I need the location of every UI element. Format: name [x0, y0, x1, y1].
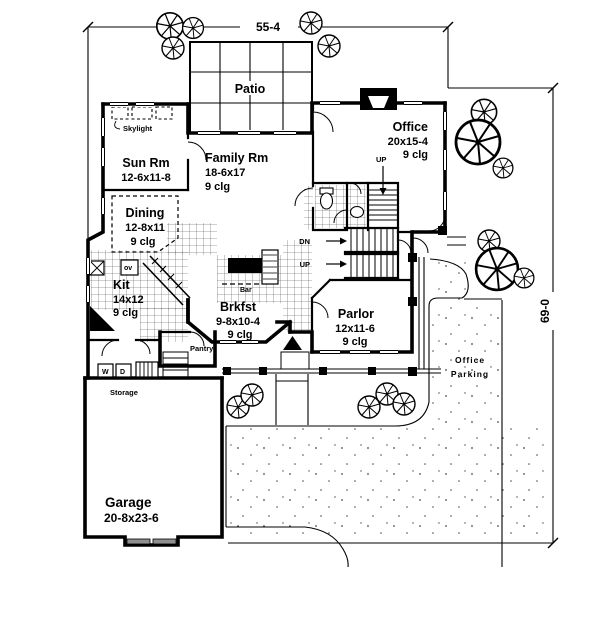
kitchen-corner-appliance: [90, 306, 115, 331]
room-size-garage: 20-8x23-6: [104, 511, 159, 525]
room-ceiling-dining: 9 clg: [130, 236, 155, 248]
room-label-parlor: Parlor: [338, 307, 374, 321]
windows: [85, 100, 448, 355]
room-label-dining: Dining: [126, 206, 165, 220]
room-label-brkfst: Brkfst: [220, 300, 257, 314]
washer-label: W: [102, 369, 109, 376]
room-ceiling-parlor: 9 clg: [342, 336, 367, 348]
dining-ceiling-outline: [111, 195, 179, 253]
office-chimney: [360, 88, 397, 110]
room-label-sun-rm: Sun Rm: [122, 156, 169, 170]
room-label-garage: Garage: [105, 495, 152, 510]
door-swings: [101, 111, 446, 357]
room-size-sun-rm: 12-6x11-8: [121, 172, 171, 184]
room-size-office: 20x15-4: [388, 136, 429, 148]
office-parking-label-line2: Parking: [451, 369, 489, 379]
bar-label: Bar: [240, 287, 252, 294]
office-stairs: [368, 166, 398, 221]
bathroom-fixtures: [319, 187, 365, 219]
room-ceiling-brkfst: 9 clg: [227, 329, 252, 341]
breakfast-fireplace: [228, 249, 279, 285]
room-label-patio: Patio: [235, 82, 266, 96]
overall-depth-dimension: 69-0: [538, 299, 552, 323]
stairs-up-label: UP: [300, 260, 310, 269]
overall-width-dimension: 55-4: [256, 20, 280, 34]
parking-driveway-surface: [226, 262, 548, 541]
office-stairs-up-label: UP: [376, 155, 386, 164]
dimension-lines: [82, 21, 559, 549]
room-size-kit: 14x12: [113, 294, 144, 306]
room-ceiling-family-rm: 9 clg: [205, 181, 230, 193]
storage-label: Storage: [110, 388, 138, 397]
kitchen-island-counter: [142, 255, 191, 306]
room-ceiling-office: 9 clg: [403, 149, 428, 161]
stairs-down-label: DN: [299, 237, 310, 246]
toilet-icon: [319, 192, 334, 210]
pantry-label: Pantry: [190, 344, 214, 353]
garage-steps: [162, 351, 189, 379]
room-size-family-rm: 18-6x17: [205, 167, 245, 179]
room-ceiling-kit: 9 clg: [113, 307, 138, 319]
room-size-dining: 12-8x11: [125, 222, 165, 234]
room-labels: Sun Rm 12-6x11-8 Family Rm 18-6x17 9 clg…: [104, 120, 429, 525]
oven-box: [120, 259, 139, 276]
oven-label: ov: [124, 265, 132, 272]
room-label-family-rm: Family Rm: [205, 151, 268, 165]
room-label-kit: Kit: [113, 278, 131, 292]
sink-icon: [349, 205, 365, 219]
small-labels: Skylight Storage Pantry Bar DN UP UP ov …: [102, 124, 489, 397]
washer-box: [97, 363, 114, 378]
office-parking-label-line1: Office: [455, 355, 485, 365]
room-size-brkfst: 9-8x10-4: [216, 316, 261, 328]
main-stairs: [326, 228, 394, 278]
site-edge-lines: [225, 236, 503, 568]
laundry-tub-box: [135, 361, 159, 378]
entry-arrow: [283, 336, 302, 350]
front-entry: [280, 336, 310, 370]
room-size-parlor: 12x11-6: [335, 323, 375, 335]
dryer-label: D: [120, 369, 125, 376]
skylight-label: Skylight: [123, 124, 153, 133]
dryer-box: [115, 363, 132, 378]
appliance-boxes: [89, 259, 159, 378]
garage-door: [126, 538, 177, 545]
patio-label-bg: [228, 81, 274, 95]
interior-walls: [86, 101, 414, 354]
room-label-office: Office: [393, 120, 428, 134]
